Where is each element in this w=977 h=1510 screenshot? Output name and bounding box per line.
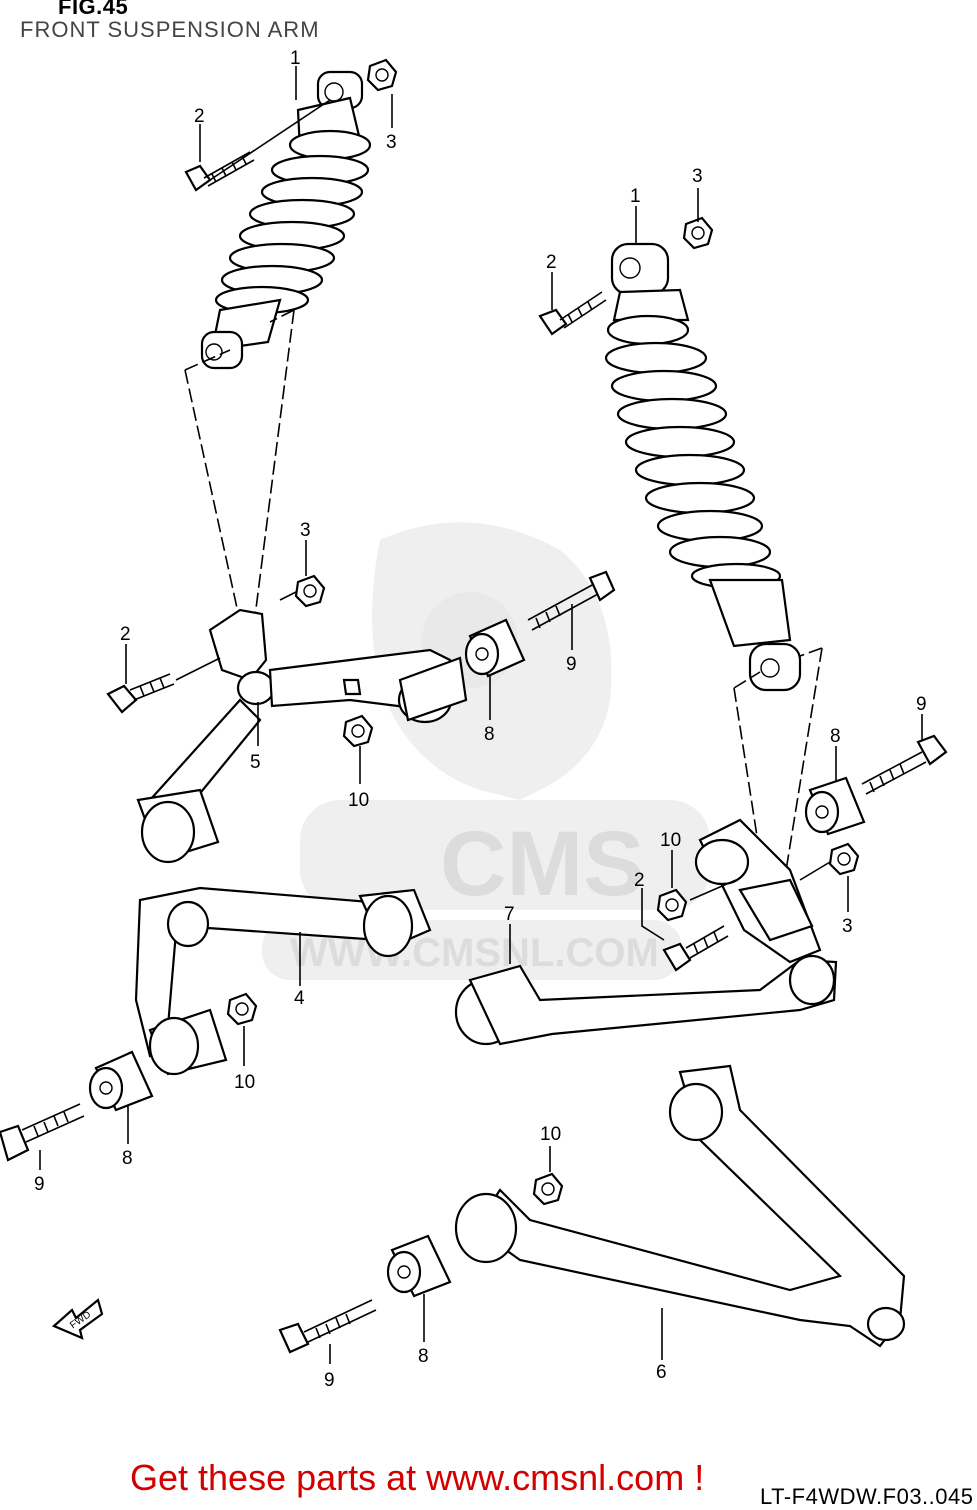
upper-left-nut-10[interactable]	[226, 992, 258, 1026]
right-shock-absorber[interactable]	[604, 242, 802, 692]
callout-nut-upper-left: 10	[234, 1072, 255, 1093]
callout-bolt-right-mid: 2	[634, 870, 645, 891]
callout-nut-left-arm: 10	[348, 790, 369, 811]
callout-arm-upper-right: 7	[504, 904, 515, 925]
callout-bolt-lower-left: 9	[34, 1174, 45, 1195]
callout-bolt-left-mid: 2	[120, 624, 131, 645]
callout-nut-left-top: 3	[386, 132, 397, 153]
diagram-title: FRONT SUSPENSION ARM	[20, 17, 320, 42]
right-top-bolt[interactable]	[538, 291, 607, 336]
right-arm-bushing-8[interactable]	[804, 776, 866, 836]
left-mid-bolt[interactable]	[106, 673, 175, 714]
left-shock-absorber[interactable]	[200, 70, 372, 370]
lower-right-nut-10[interactable]	[532, 1172, 564, 1206]
lower-left-bolt-9[interactable]	[0, 1103, 85, 1162]
right-mid-bolt-2[interactable]	[662, 925, 729, 972]
callout-bushing-lower-left: 8	[122, 1148, 133, 1169]
watermark-logo-text: CMS	[440, 813, 644, 915]
callout-shock-right: 1	[630, 186, 641, 207]
callout-nut-lower-right: 10	[540, 1124, 561, 1145]
left-arm-bushing-upper[interactable]	[397, 656, 468, 724]
callout-bolt-right-far: 9	[916, 694, 927, 715]
callout-bolt-left-arm: 9	[566, 654, 577, 675]
right-top-nut[interactable]	[682, 216, 714, 250]
callout-bolt-right-top: 2	[546, 252, 557, 273]
callout-nut-right-arm: 3	[842, 916, 853, 937]
right-arm-bolt-9[interactable]	[861, 734, 948, 795]
leader-lines	[39, 66, 923, 1364]
fwd-arrow-icon: FWD	[51, 1298, 104, 1340]
left-top-nut[interactable]	[366, 58, 398, 92]
left-arm-bushing-8[interactable]	[464, 618, 526, 678]
left-arm-bolt-9[interactable]	[527, 570, 616, 631]
callout-arm-upper-left: 4	[294, 988, 305, 1009]
callout-bushing-left-arm: 8	[484, 724, 495, 745]
callout-bushing-right: 8	[830, 726, 841, 747]
left-arm-end-bushing[interactable]	[136, 788, 220, 864]
callout-bolt-left-top: 2	[194, 106, 205, 127]
right-mid-nut-10[interactable]	[656, 888, 688, 922]
reference-code: LT-F4WDW.F03..045	[760, 1484, 974, 1509]
right-arm-nut-3[interactable]	[828, 842, 860, 876]
left-upper-arm[interactable]	[134, 886, 432, 1076]
callout-bushing-lower-right: 8	[418, 1346, 429, 1367]
lower-left-bushing-8[interactable]	[88, 1050, 154, 1112]
callout-shock-left: 1	[290, 48, 301, 69]
figure-label: FIG.45	[58, 0, 129, 19]
callout-nut-right-mid: 10	[660, 830, 681, 851]
callout-arm-lower-right: 6	[656, 1362, 667, 1383]
lower-right-bushing-8[interactable]	[386, 1234, 452, 1298]
left-mid-nut[interactable]	[294, 574, 326, 608]
right-upper-arm[interactable]	[454, 818, 838, 1046]
callout-nut-right-top: 3	[692, 166, 703, 187]
watermark: CMS WWW.CMSNL.COM	[262, 522, 710, 980]
lower-right-arm[interactable]	[454, 1064, 906, 1348]
footer-parts-link[interactable]: Get these parts at www.cmsnl.com !	[130, 1457, 705, 1498]
callout-nut-left-mid: 3	[300, 520, 311, 541]
callout-numbers: 1 2 3 1 2 3 3 2 9 8 5 10 8 9 10 2 3 7 4 …	[34, 48, 927, 1391]
lower-right-bolt-9[interactable]	[278, 1299, 377, 1354]
callout-bracket-left: 5	[250, 752, 261, 773]
left-arm-nut-10[interactable]	[342, 714, 374, 748]
callout-bolt-lower-right: 9	[324, 1370, 335, 1391]
